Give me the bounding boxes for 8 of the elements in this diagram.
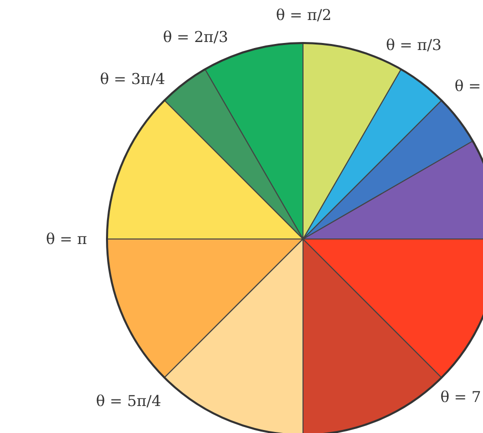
angle-label: θ = π/2 <box>276 6 332 24</box>
angle-label: θ = 3π/4 <box>100 70 166 88</box>
angle-label: θ = 5π/4 <box>96 392 162 410</box>
angle-label: θ = π <box>46 230 87 248</box>
angle-label: θ = π/3 <box>386 36 442 54</box>
angle-label: θ = <box>454 77 481 95</box>
angle-label: θ = 2π/3 <box>163 28 228 46</box>
angle-label: θ = 7 <box>440 388 481 406</box>
